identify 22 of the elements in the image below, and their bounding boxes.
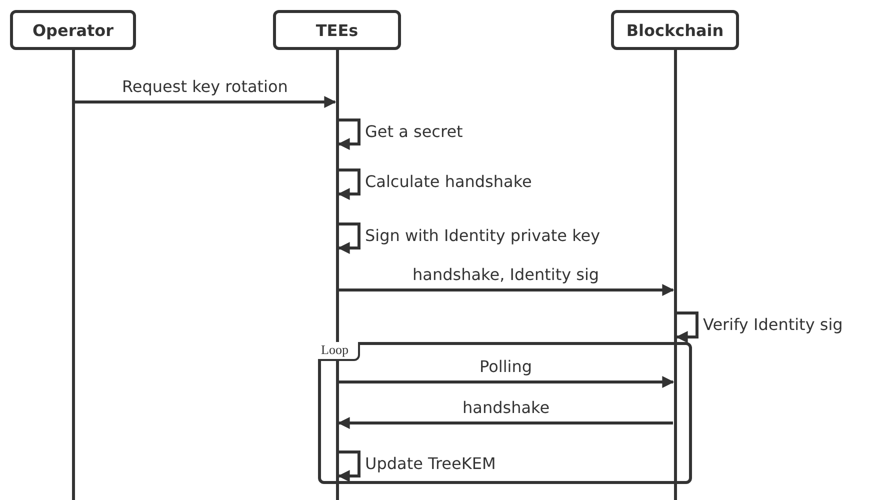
message-arrow bbox=[75, 96, 336, 108]
message-label: Verify Identity sig bbox=[703, 315, 843, 335]
message-label: Update TreeKEM bbox=[365, 454, 496, 474]
message-label: Polling bbox=[480, 357, 532, 377]
self-message-arrow bbox=[338, 168, 360, 200]
message-arrow bbox=[339, 284, 674, 296]
participant-box: Operator bbox=[10, 10, 136, 50]
message-label: handshake bbox=[462, 398, 550, 418]
message-label: handshake, Identity sig bbox=[412, 265, 600, 285]
frame-label: Loop bbox=[318, 342, 360, 361]
message-label: Get a secret bbox=[365, 122, 463, 142]
self-message-arrow bbox=[338, 222, 360, 254]
message-arrow bbox=[338, 417, 673, 429]
message-label: Sign with Identity private key bbox=[365, 226, 600, 246]
participant-box: Blockchain bbox=[611, 10, 739, 50]
self-message-arrow bbox=[338, 450, 360, 482]
message-label: Request key rotation bbox=[122, 77, 288, 97]
message-label: Calculate handshake bbox=[365, 172, 532, 192]
self-message-arrow bbox=[338, 118, 360, 150]
self-message-arrow bbox=[676, 312, 698, 343]
message-arrow bbox=[339, 376, 674, 388]
participant-box: TEEs bbox=[273, 10, 401, 50]
